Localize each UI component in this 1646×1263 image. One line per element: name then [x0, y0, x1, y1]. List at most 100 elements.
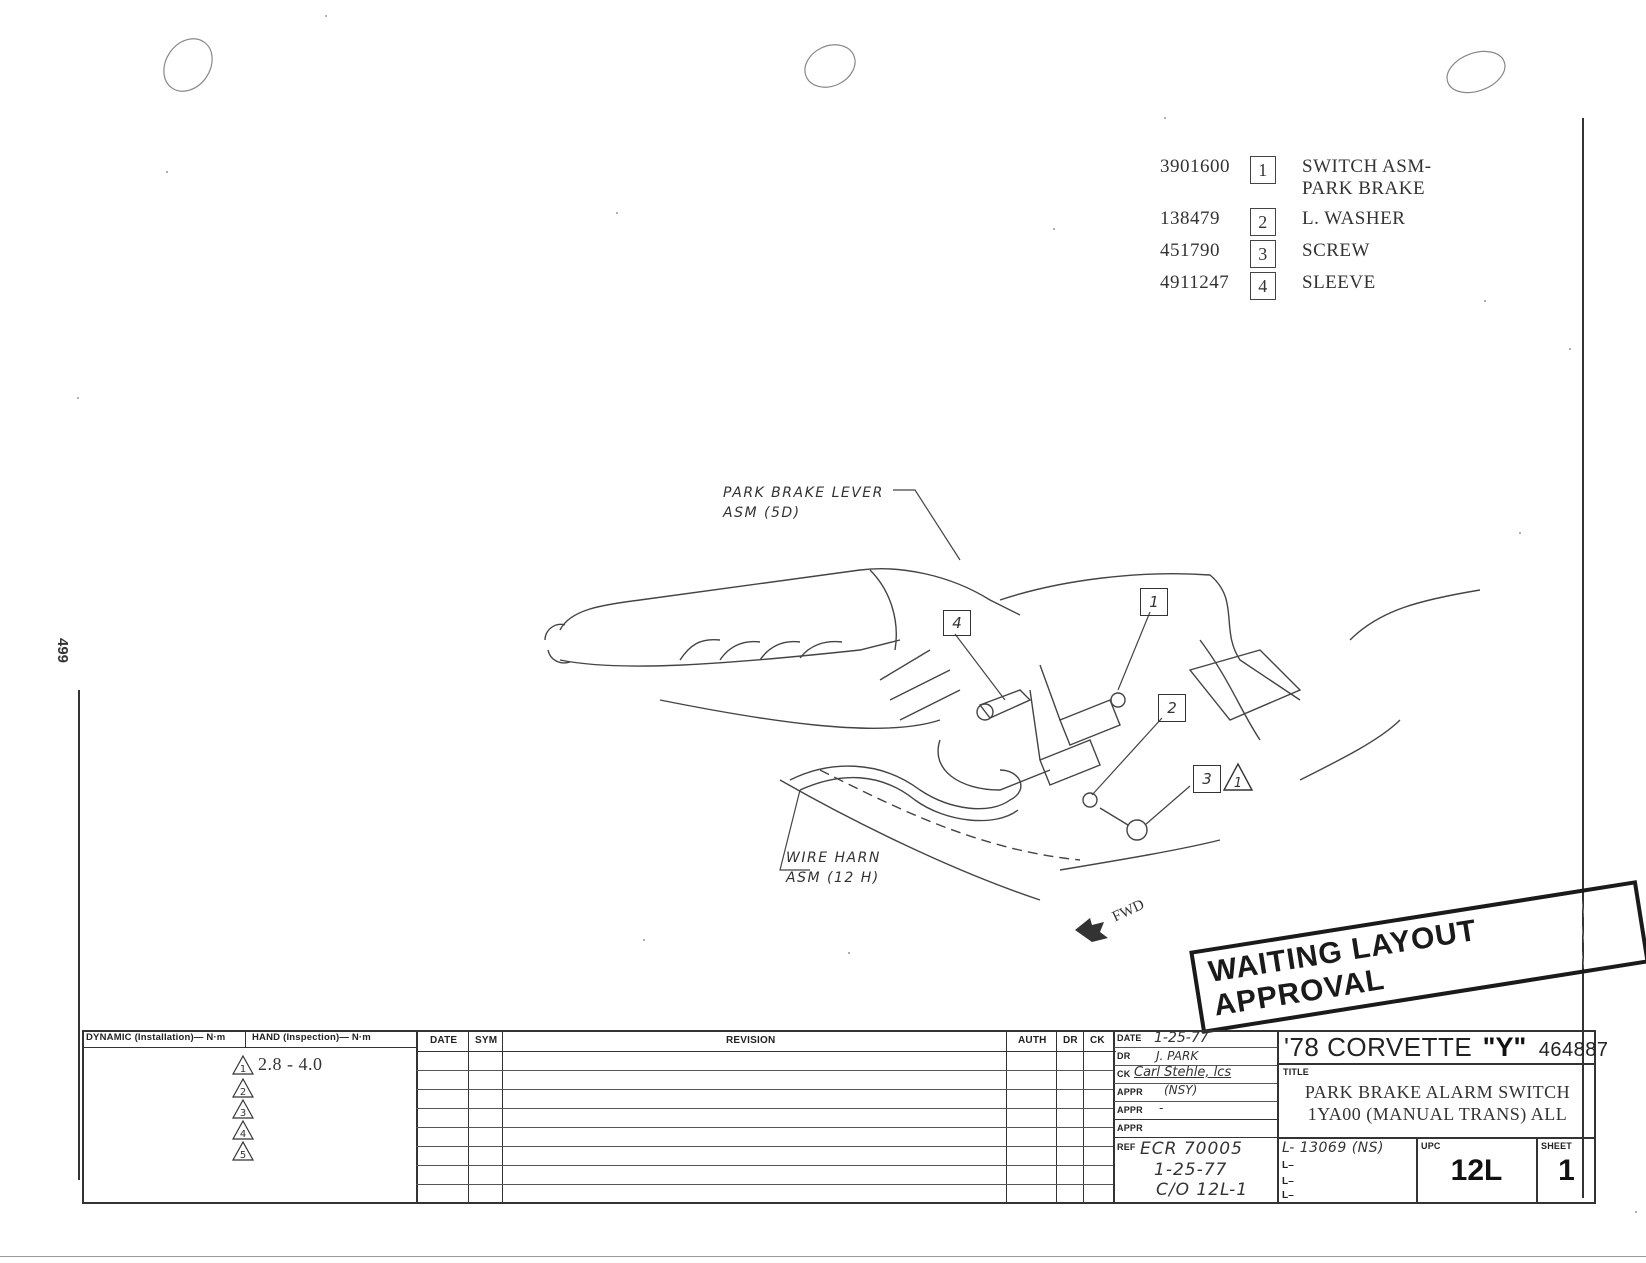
wire-harness	[799, 776, 1019, 822]
torque-flag-number: 1	[240, 1064, 246, 1075]
torque-flag-icon: 1	[232, 1054, 254, 1075]
wire-harness	[937, 739, 1051, 791]
lever-outline	[544, 623, 571, 664]
rev-header-sym: SYM	[475, 1035, 498, 1046]
switch-plunger	[1110, 692, 1126, 708]
part-index: 2	[1250, 208, 1276, 236]
floor-line	[779, 779, 1041, 901]
lever-label: PARK BRAKE LEVER ASM (5D)	[723, 483, 884, 523]
screw-shank	[1099, 807, 1129, 826]
approval-block: DATE 1-25-77 DR J. PARK CK Carl Stehle, …	[1114, 1030, 1279, 1204]
torque-flag-icon: 3	[232, 1099, 254, 1119]
leader-callout-3	[1144, 785, 1191, 826]
approval-ref-label: REF	[1117, 1142, 1136, 1152]
lever-outline	[559, 568, 1021, 631]
torque-header-hand: HAND (Inspection)— N·m	[252, 1032, 371, 1043]
lever-label-line2: ASM (5D)	[723, 505, 801, 521]
callout-1: 1	[1140, 588, 1168, 616]
approval-ck-label: CK	[1117, 1069, 1131, 1079]
callout-2: 2	[1158, 694, 1186, 722]
bracket	[1199, 639, 1261, 741]
sleeve	[978, 689, 1032, 719]
floor-line	[1059, 839, 1221, 871]
title-block: DYNAMIC (Installation)— N·m HAND (Inspec…	[82, 1030, 1608, 1204]
parts-row: 3901600 1 SWITCH ASM- PARK BRAKE	[1160, 156, 1432, 200]
left-border	[78, 690, 80, 1180]
callout-4: 4	[943, 610, 971, 636]
part-number: 451790	[1160, 240, 1220, 261]
switch-body	[1059, 699, 1121, 746]
floor-line	[819, 769, 1081, 861]
floor-line	[1299, 719, 1401, 781]
approval-ck-signature: Carl Stehle, lcs	[1134, 1065, 1232, 1080]
approval-appr1-value: (NSY)	[1164, 1083, 1198, 1097]
part-description: SWITCH ASM- PARK BRAKE	[1302, 156, 1432, 200]
torque-flag-icon: 2	[232, 1078, 254, 1098]
part-index: 3	[1250, 240, 1276, 268]
approval-appr2-value: -	[1159, 1101, 1164, 1115]
l-line-4: L–	[1282, 1190, 1295, 1201]
punch-hole	[163, 38, 213, 92]
assembly-drawing	[544, 489, 1481, 942]
leader-callout-1	[1117, 611, 1151, 691]
wire-harness	[789, 765, 1022, 810]
model-heading: '78 CORVETTE "Y" 464887	[1284, 1032, 1608, 1063]
torque-flag-number: 1	[1234, 776, 1242, 791]
bracket	[999, 573, 1301, 701]
screw-head	[1126, 819, 1148, 841]
torque-flag-number: 5	[240, 1150, 246, 1161]
rev-header-auth: AUTH	[1018, 1035, 1047, 1046]
approval-dr-value: J. PARK	[1156, 1049, 1199, 1063]
part-number: 4911247	[1160, 272, 1230, 293]
approval-appr1-label: APPR	[1117, 1087, 1143, 1097]
lever-grip	[679, 638, 843, 661]
lever-label-line1: PARK BRAKE LEVER	[723, 485, 884, 501]
approval-date-value: 1-25-77	[1154, 1030, 1209, 1046]
part-number: 138479	[1160, 208, 1220, 229]
switch-bracket	[1039, 739, 1101, 786]
floor-line	[659, 699, 941, 729]
drawing-title-line1: PARK BRAKE ALARM SWITCH	[1304, 1082, 1571, 1102]
approval-appr2-label: APPR	[1117, 1105, 1143, 1115]
approval-ref-line3: C/O 12L-1	[1156, 1180, 1249, 1200]
parts-row: 138479 2 L. WASHER	[1160, 208, 1405, 236]
lever-outline	[559, 639, 901, 667]
leader-harness	[779, 789, 810, 871]
approval-ref-line2: 1-25-77	[1154, 1160, 1228, 1180]
part-description: SCREW	[1302, 240, 1370, 261]
model-code: "Y"	[1482, 1032, 1527, 1062]
leader-callout-4	[954, 633, 1006, 701]
part-description: L. WASHER	[1302, 208, 1406, 229]
drawing-number: 464887	[1538, 1039, 1609, 1061]
leader-callout-2	[1091, 717, 1163, 796]
torque-flag-icon: 4	[232, 1120, 254, 1140]
torque-header-dynamic: DYNAMIC (Installation)— N·m	[86, 1032, 226, 1043]
title-label: TITLE	[1283, 1067, 1309, 1077]
sleeve-end	[976, 703, 994, 721]
part-description-line1: SWITCH ASM-	[1302, 156, 1432, 177]
approval-date-label: DATE	[1117, 1033, 1142, 1043]
bottom-rule	[0, 1256, 1646, 1257]
lever-outline	[869, 569, 897, 651]
upc-label: UPC	[1421, 1141, 1441, 1151]
leader-lever	[893, 489, 961, 561]
parts-row: 451790 3 SCREW	[1160, 240, 1370, 268]
washer	[1082, 792, 1098, 808]
linkage	[879, 649, 961, 721]
leader-misc	[1029, 664, 1061, 761]
floor-line	[1349, 589, 1481, 641]
torque-value: 2.8 - 4.0	[258, 1054, 323, 1074]
parts-row: 4911247 4 SLEEVE	[1160, 272, 1376, 300]
rev-header-dr: DR	[1063, 1035, 1078, 1046]
part-number: 3901600	[1160, 156, 1230, 177]
rev-header-revision: REVISION	[726, 1035, 776, 1046]
parts-list: 3901600 1 SWITCH ASM- PARK BRAKE 138479 …	[1160, 156, 1500, 306]
torque-flag-number: 2	[240, 1087, 246, 1098]
upc-value: 12L	[1450, 1154, 1503, 1187]
torque-flag-icon: 1	[1222, 762, 1254, 791]
bracket	[1188, 649, 1302, 721]
torque-flag-number: 4	[240, 1129, 246, 1140]
harness-label-line1: WIRE HARN	[786, 850, 881, 866]
part-index: 1	[1250, 156, 1276, 184]
